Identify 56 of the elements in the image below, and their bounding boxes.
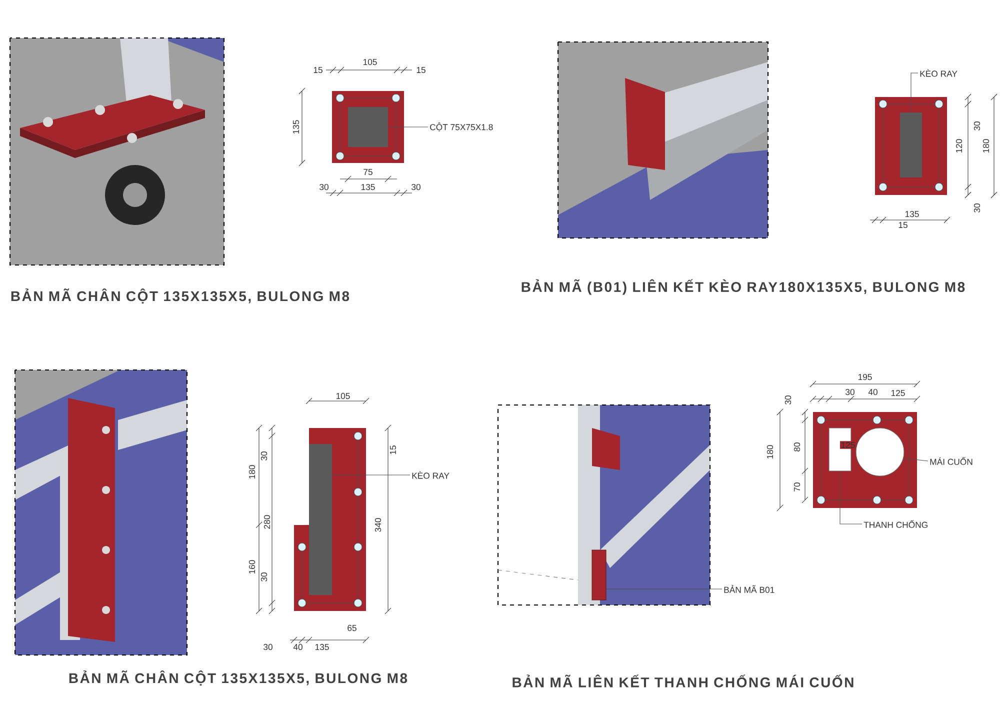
dimension-value: 30 bbox=[262, 643, 274, 651]
title-text: BẢN MÃ LIÊN KẾT THANH CHỐNG MÁI CUỐN bbox=[512, 674, 854, 688]
leader-line bbox=[606, 588, 722, 590]
dimension-value: 120 bbox=[955, 138, 963, 154]
leader-line bbox=[388, 126, 428, 128]
dimension-value: 70 bbox=[793, 481, 801, 493]
section-profile bbox=[309, 444, 332, 595]
dimension-value: 30 bbox=[784, 394, 792, 406]
dimension-value: 125 bbox=[890, 389, 906, 397]
leader-line bbox=[903, 458, 928, 462]
callout-label: CỘT 75X75X1.8 bbox=[430, 122, 493, 132]
dimension-value: 180 bbox=[982, 138, 990, 154]
dimension-value: 280 bbox=[263, 514, 271, 530]
section-profile bbox=[348, 107, 388, 147]
dimension-value: 65 bbox=[346, 624, 358, 632]
dimension-value: 80 bbox=[793, 441, 801, 453]
callout-label: MÁI CUỐN bbox=[930, 457, 972, 465]
dimension-value: 135 bbox=[314, 643, 330, 651]
dimension-value: 30 bbox=[260, 571, 268, 583]
bracket-drawing bbox=[592, 550, 606, 600]
callout-label: THANH CHỐNG bbox=[864, 520, 928, 528]
dimension-value: 135 bbox=[904, 210, 920, 218]
dimension-value: 15 bbox=[312, 66, 324, 74]
title-text: BẢN MÃ CHÂN CỘT 135X135X5, BULONG M8 bbox=[11, 288, 350, 304]
callout-label: KÈO RAY bbox=[412, 471, 450, 479]
dimension-value: 135 bbox=[292, 118, 300, 136]
dimension-value: 30 bbox=[973, 202, 981, 214]
dimension-value: 30 bbox=[318, 183, 330, 191]
dimension-value: 30 bbox=[410, 183, 422, 191]
dimension-value: 160 bbox=[248, 558, 256, 576]
dimension-value: 15 bbox=[897, 221, 909, 229]
dimension-value: 40 bbox=[867, 388, 879, 396]
dimension-value: 15 bbox=[389, 444, 397, 456]
dimension-value: 40 bbox=[292, 643, 304, 651]
dimension-value: 125 bbox=[840, 441, 856, 449]
title-text: BẢN MÃ (B01) LIÊN KẾT KÈO RAY180X135X5, BULONG M8 bbox=[522, 279, 965, 295]
callout-label: BẢN MÃ B01 bbox=[724, 585, 774, 593]
circular-hole bbox=[856, 428, 904, 476]
dimension-value: 180 bbox=[248, 464, 256, 480]
dimension-value: 15 bbox=[415, 66, 427, 74]
dimension-value: 180 bbox=[766, 444, 774, 460]
section-profile bbox=[900, 112, 922, 178]
dimension-value: 75 bbox=[362, 168, 374, 176]
callout-label: KÈO RAY bbox=[920, 69, 958, 77]
dimension-value: 30 bbox=[973, 120, 981, 132]
dimension-value: 195 bbox=[856, 373, 874, 381]
leader-line bbox=[840, 471, 862, 524]
dimension-value: 105 bbox=[362, 58, 378, 66]
leader-line bbox=[332, 474, 410, 476]
dimension-value: 30 bbox=[844, 388, 856, 396]
dimension-value: 135 bbox=[360, 183, 376, 191]
dimension-value: 105 bbox=[334, 392, 352, 400]
leader-line bbox=[910, 72, 918, 112]
dimension-value: 30 bbox=[260, 450, 268, 462]
dimension-value: 340 bbox=[374, 516, 382, 534]
title-text: BẢN MÃ CHÂN CỘT 135X135X5, BULONG M8 bbox=[69, 670, 408, 686]
